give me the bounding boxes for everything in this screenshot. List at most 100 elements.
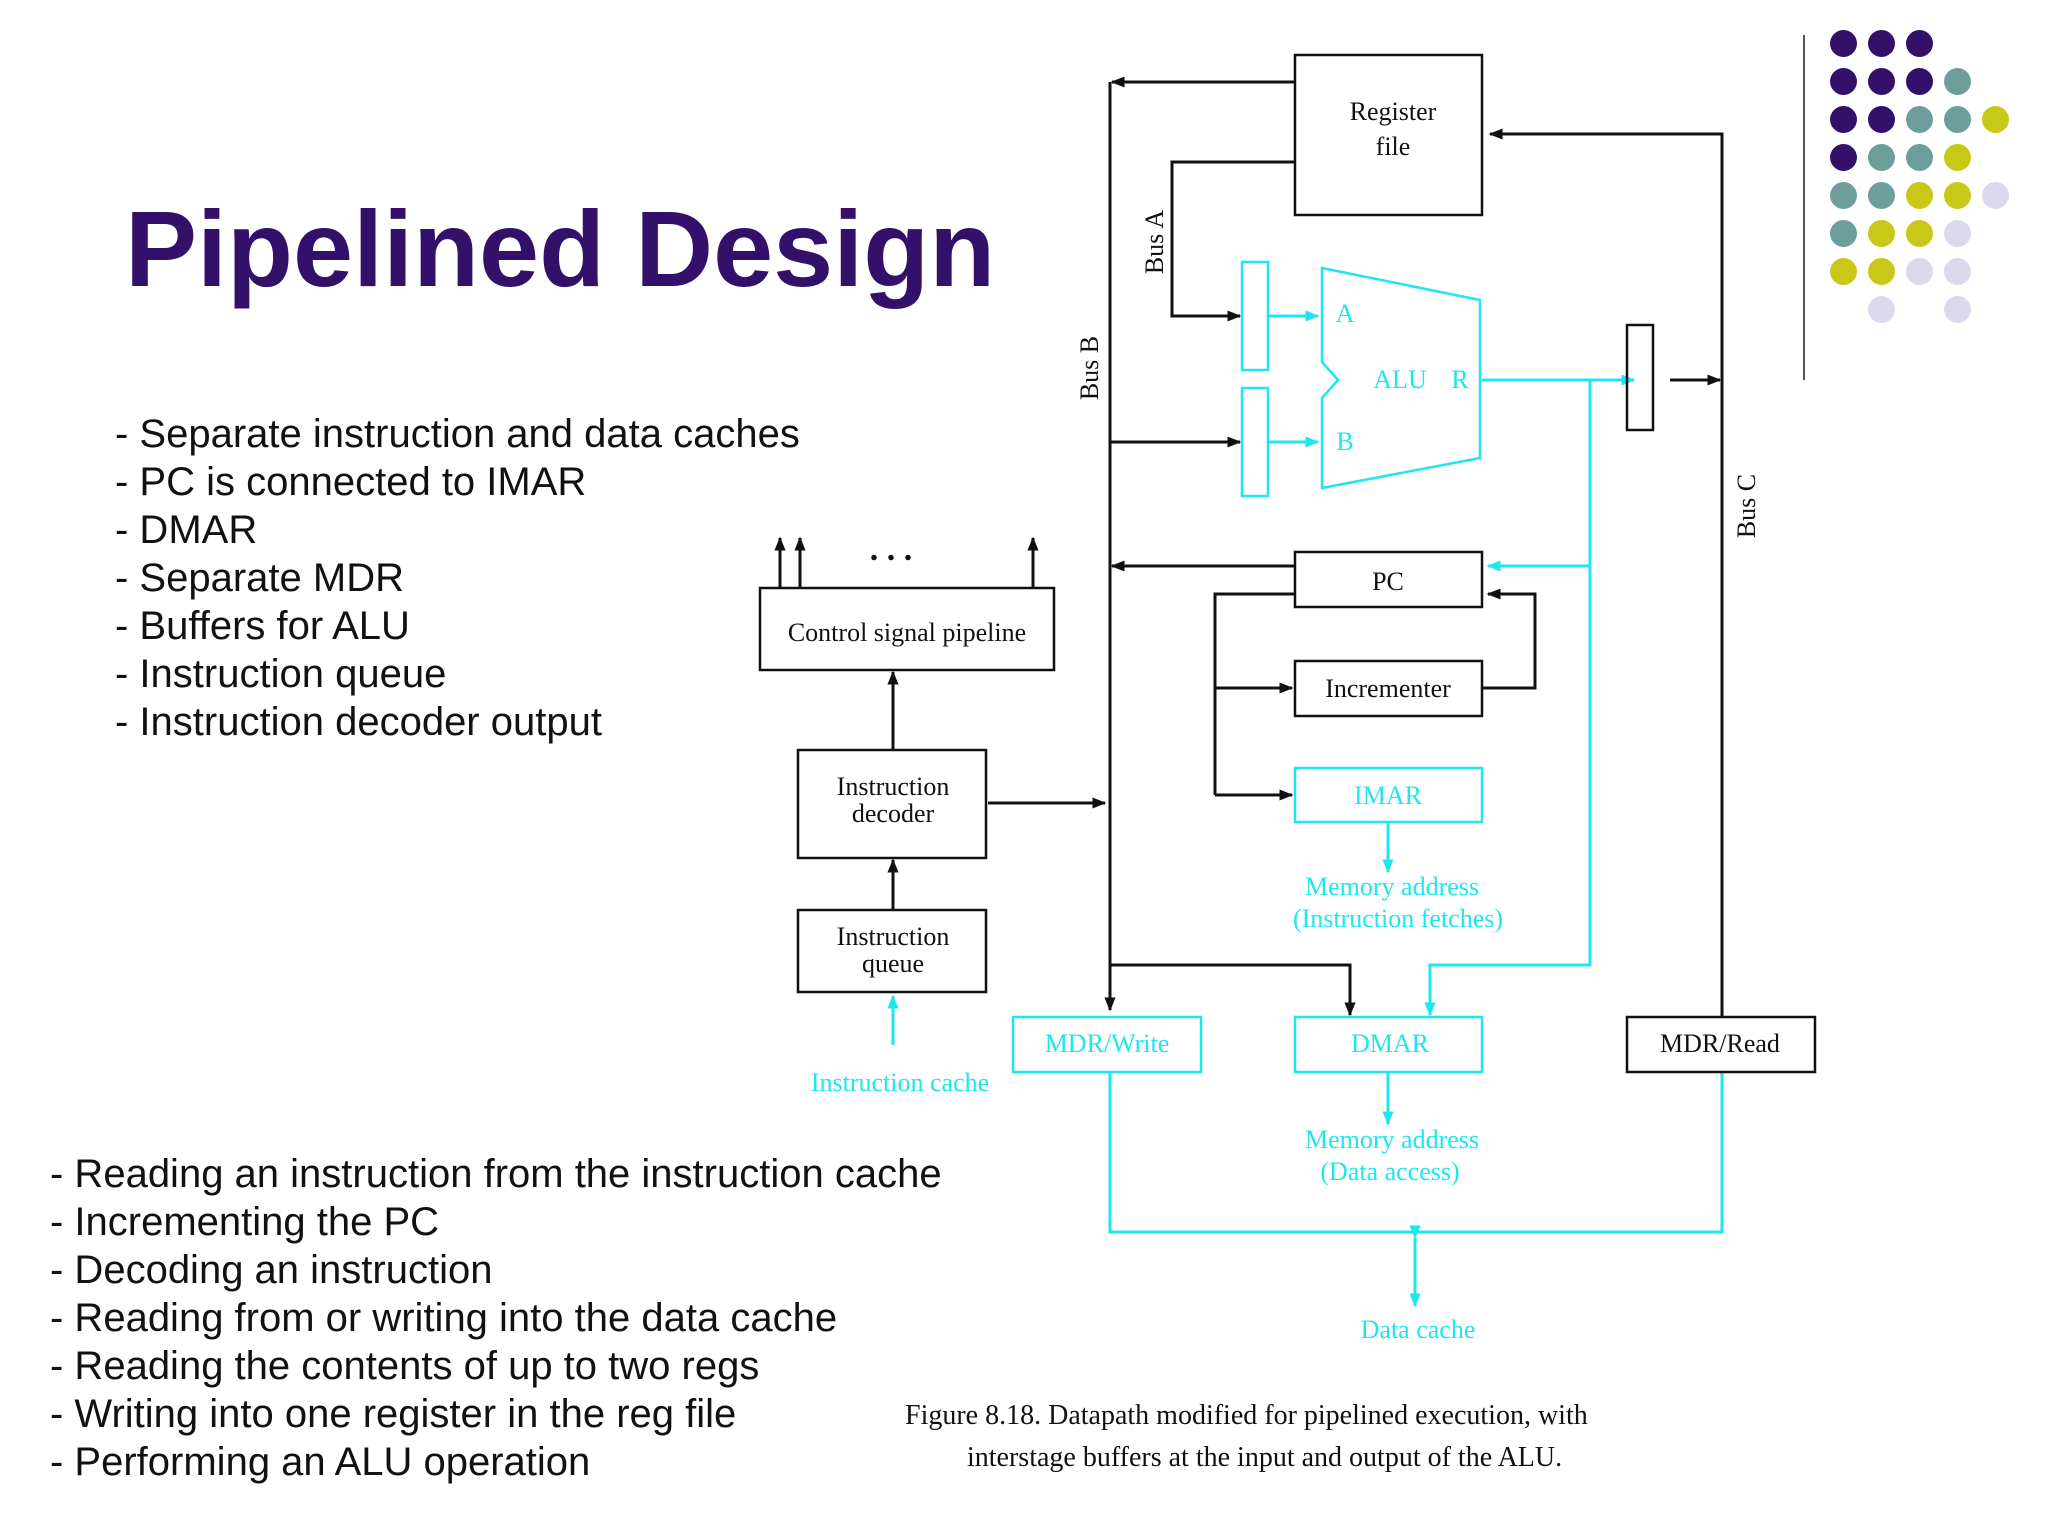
bus-b-to-dmar-wire: [1110, 963, 1356, 1017]
decorative-dot: [1906, 144, 1933, 171]
alu-label: ALU: [1373, 365, 1427, 394]
decorative-dot: [1868, 182, 1895, 209]
decorative-dot: [1830, 182, 1857, 209]
list-item: - Writing into one register in the reg f…: [50, 1392, 737, 1436]
queue-label-line2: queue: [862, 949, 924, 978]
bus-c-label: Bus C: [1732, 474, 1761, 538]
imar-label: IMAR: [1354, 781, 1423, 810]
alu-to-dmar-wire: [1424, 380, 1592, 1017]
decorative-dot: [1944, 296, 1971, 323]
decorative-dot: [1982, 182, 2009, 209]
control-ellipsis: . . .: [870, 531, 913, 568]
alu-input-buffer-b: [1240, 386, 1270, 498]
decorative-dot: [1906, 258, 1933, 285]
decorative-dot: [1906, 30, 1933, 57]
decorative-dot: [1944, 182, 1971, 209]
decorative-dot: [1830, 258, 1857, 285]
top-bullet-list: - Separate instruction and data caches -…: [115, 410, 800, 746]
list-item: - Decoding an instruction: [50, 1248, 493, 1292]
decorative-divider: [1803, 35, 1805, 380]
figure-caption: Figure 8.18. Datapath modified for pipel…: [905, 1395, 1805, 1479]
decorative-dot: [1830, 220, 1857, 247]
dmar-label: DMAR: [1351, 1029, 1430, 1058]
list-item: - Instruction decoder output: [115, 700, 602, 744]
caption-line2: interstage buffers at the input and outp…: [967, 1442, 1563, 1473]
control-signal-pipeline-label: Control signal pipeline: [788, 618, 1026, 647]
decorative-dot: [1906, 68, 1933, 95]
data-cache-label: Data cache: [1361, 1315, 1476, 1344]
decorative-dot: [1944, 106, 1971, 133]
list-item: - Separate MDR: [115, 556, 404, 600]
pc-label: PC: [1372, 567, 1404, 596]
instruction-decoder-box: [796, 748, 988, 860]
decorative-dot: [1982, 106, 2009, 133]
decorative-dot: [1830, 144, 1857, 171]
alu-input-b-label: B: [1336, 427, 1353, 456]
decorative-dot: [1868, 144, 1895, 171]
decorative-dot: [1944, 68, 1971, 95]
list-item: - Separate instruction and data caches: [115, 412, 800, 456]
decorative-dot: [1868, 30, 1895, 57]
alu-output-buffer: [1625, 323, 1655, 432]
queue-label-line1: Instruction: [837, 922, 950, 951]
decorative-dot: [1868, 68, 1895, 95]
alu-output-r-label: R: [1451, 365, 1469, 394]
mdr-read-label: MDR/Read: [1660, 1029, 1780, 1058]
decorative-dot: [1944, 220, 1971, 247]
register-file-label-line1: Register: [1350, 97, 1437, 126]
list-item: - Reading from or writing into the data …: [50, 1296, 838, 1340]
bus-a-wire: [1170, 160, 1295, 322]
instruction-queue-box: [796, 908, 988, 994]
decorative-dot: [1868, 106, 1895, 133]
bus-c-wire: [1488, 128, 1724, 1017]
pc-box: [1293, 550, 1484, 609]
instruction-memory-address-line2: (Instruction fetches): [1293, 904, 1503, 933]
list-item: - DMAR: [115, 508, 258, 552]
bus-a-label: Bus A: [1140, 210, 1169, 275]
alu-shape: [1320, 266, 1482, 490]
bus-b-label: Bus B: [1075, 336, 1104, 400]
bottom-bullet-list: - Reading an instruction from the instru…: [50, 1150, 942, 1486]
dmar-box: [1293, 1015, 1484, 1074]
decorative-dot: [1906, 220, 1933, 247]
list-item: - Buffers for ALU: [115, 604, 410, 648]
decorative-dot: [1830, 30, 1857, 57]
list-item: - Performing an ALU operation: [50, 1440, 591, 1484]
decorative-dot: [1906, 182, 1933, 209]
decorative-dot: [1868, 258, 1895, 285]
imar-box: [1293, 766, 1484, 824]
incrementer-to-pc-wire: [1482, 588, 1537, 690]
mdr-read-box: [1625, 1015, 1817, 1074]
list-item: - PC is connected to IMAR: [115, 460, 587, 504]
list-item: - Reading an instruction from the instru…: [50, 1152, 942, 1196]
decorative-dot: [1830, 106, 1857, 133]
slide-title: Pipelined Design: [125, 188, 996, 309]
decorative-dot: [1906, 106, 1933, 133]
decoder-label-line1: Instruction: [837, 772, 950, 801]
register-file-label-line2: file: [1376, 132, 1411, 161]
alu-input-a-label: A: [1336, 299, 1355, 328]
mdr-write-box: [1011, 1015, 1203, 1074]
decorative-dot: [1868, 220, 1895, 247]
decorative-dot: [1830, 68, 1857, 95]
register-file-box: [1293, 53, 1484, 217]
instruction-memory-address-line1: Memory address: [1305, 872, 1479, 901]
list-item: - Instruction queue: [115, 652, 447, 696]
decorative-dot: [1868, 296, 1895, 323]
mdr-write-label: MDR/Write: [1045, 1029, 1170, 1058]
decorative-dot-grid: [1830, 30, 2030, 340]
decoder-label-line2: decoder: [852, 799, 935, 828]
control-signal-pipeline-box: [758, 586, 1056, 672]
instruction-cache-label: Instruction cache: [811, 1068, 989, 1097]
pc-branch-wire: [1213, 592, 1295, 795]
data-memory-address-line1: Memory address: [1305, 1125, 1479, 1154]
incrementer-box: [1293, 659, 1484, 718]
list-item: - Reading the contents of up to two regs: [50, 1344, 760, 1388]
incrementer-label: Incrementer: [1325, 674, 1451, 703]
decorative-dot: [1944, 144, 1971, 171]
alu-input-buffer-a: [1240, 260, 1270, 372]
data-memory-address-line2: (Data access): [1320, 1157, 1459, 1186]
list-item: - Incrementing the PC: [50, 1200, 440, 1244]
caption-line1: Figure 8.18. Datapath modified for pipel…: [905, 1400, 1588, 1431]
